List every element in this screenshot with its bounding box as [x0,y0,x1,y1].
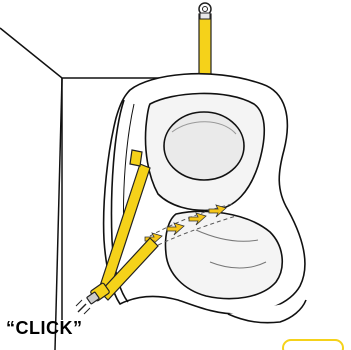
top-tether-strap [199,14,211,76]
buckle-icon [76,282,110,314]
click-callout-text: “CLICK” [6,318,83,339]
top-tether [199,3,211,76]
ring-anchor-icon [199,3,211,19]
corner-tab [283,340,343,350]
